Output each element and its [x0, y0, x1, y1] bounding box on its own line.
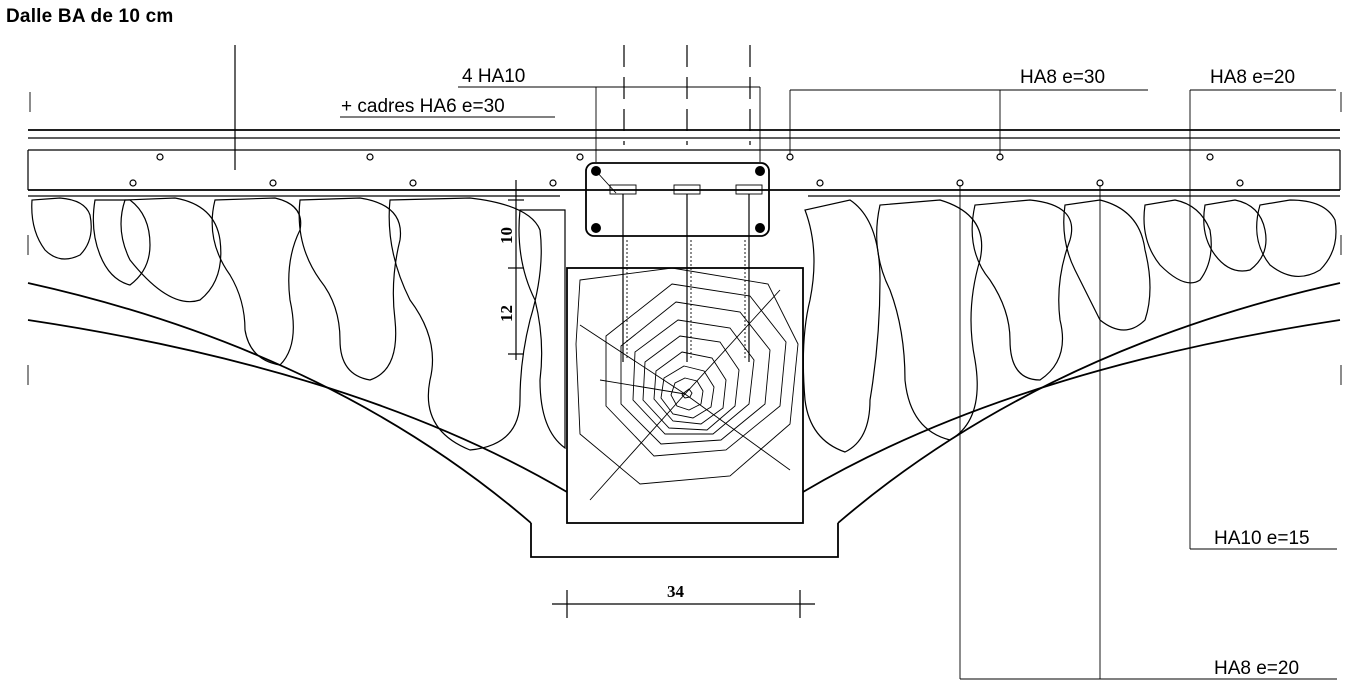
slab-bottom-rebar-1-label: HA10 e=15	[1214, 528, 1310, 549]
slab-rebars	[129, 153, 1244, 187]
slab-top-rebar-1-label: HA8 e=30	[1020, 67, 1105, 88]
dimension-beam-width: 34	[667, 582, 685, 601]
arched-ceiling	[27, 282, 1341, 524]
beam-stirrups-label: + cadres HA6 e=30	[341, 96, 505, 117]
dimension-height-lower: 12	[497, 305, 516, 322]
beam-reinforcement-cage	[585, 162, 770, 362]
timber-beam	[530, 267, 839, 558]
axis-lines	[234, 45, 751, 170]
leader-lines	[340, 86, 1337, 680]
infill-left	[31, 197, 566, 451]
slab-bottom-rebar-2-label: HA8 e=20	[1214, 658, 1299, 679]
slab-top-rebar-2-label: HA8 e=20	[1210, 67, 1295, 88]
dimension-lines	[508, 180, 815, 618]
concrete-slab	[27, 92, 1342, 385]
infill-right	[802, 199, 1337, 453]
drawing-title: Dalle BA de 10 cm	[6, 6, 174, 27]
dimension-height-upper: 10	[497, 227, 516, 244]
beam-main-rebar-label: 4 HA10	[462, 66, 525, 87]
